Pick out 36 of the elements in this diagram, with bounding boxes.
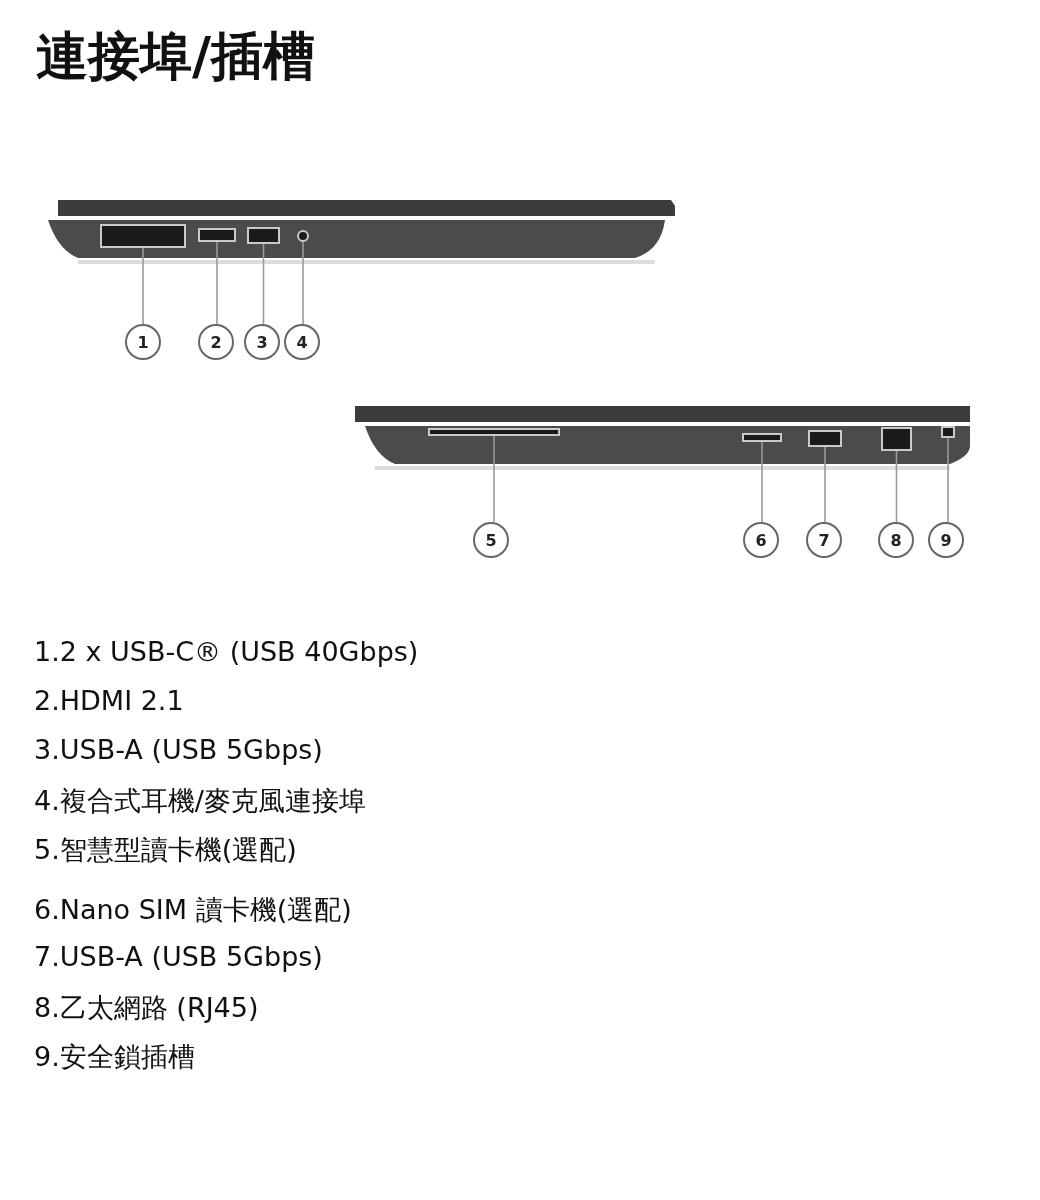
callout-number: 5 [473,522,509,558]
callout-number: 4 [284,324,320,360]
port-opening [808,430,842,447]
leader-line [824,446,826,523]
port-opening [100,224,186,248]
spec-list-item: 5.智慧型讀卡機(選配) [34,833,297,867]
port-opening [198,228,236,242]
spec-list-item: 8.乙太網路 (RJ45) [34,991,259,1025]
leader-line [895,450,898,523]
leader-line [947,437,949,523]
leader-line [216,241,218,325]
port-opening [881,427,912,451]
callout-number: 8 [878,522,914,558]
callout-number: 7 [806,522,842,558]
page-title: 連接埠/插槽 [36,25,315,88]
callout-number: 6 [743,522,779,558]
spec-list-item: 3.USB-A (USB 5Gbps) [34,734,323,765]
spec-list-item: 1.2 x USB-C® (USB 40Gbps) [34,636,419,667]
leader-line [761,441,763,523]
spec-list-item: 4.複合式耳機/麥克風連接埠 [34,784,366,818]
leader-line [302,241,304,325]
spec-list-item: 2.HDMI 2.1 [34,685,184,716]
callout-number: 9 [928,522,964,558]
port-opening [428,428,560,436]
callout-number: 2 [198,324,234,360]
port-opening [941,426,955,438]
leader-line [493,435,495,523]
callout-number: 3 [244,324,280,360]
spec-list-item: 9.安全鎖插槽 [34,1040,195,1074]
port-opening [742,433,782,442]
spec-list-item: 7.USB-A (USB 5Gbps) [34,941,323,972]
leader-line [262,243,265,325]
spec-list-item: 6.Nano SIM 讀卡機(選配) [34,893,352,927]
callout-number: 1 [125,324,161,360]
port-opening [247,227,280,244]
leader-line [142,247,144,325]
